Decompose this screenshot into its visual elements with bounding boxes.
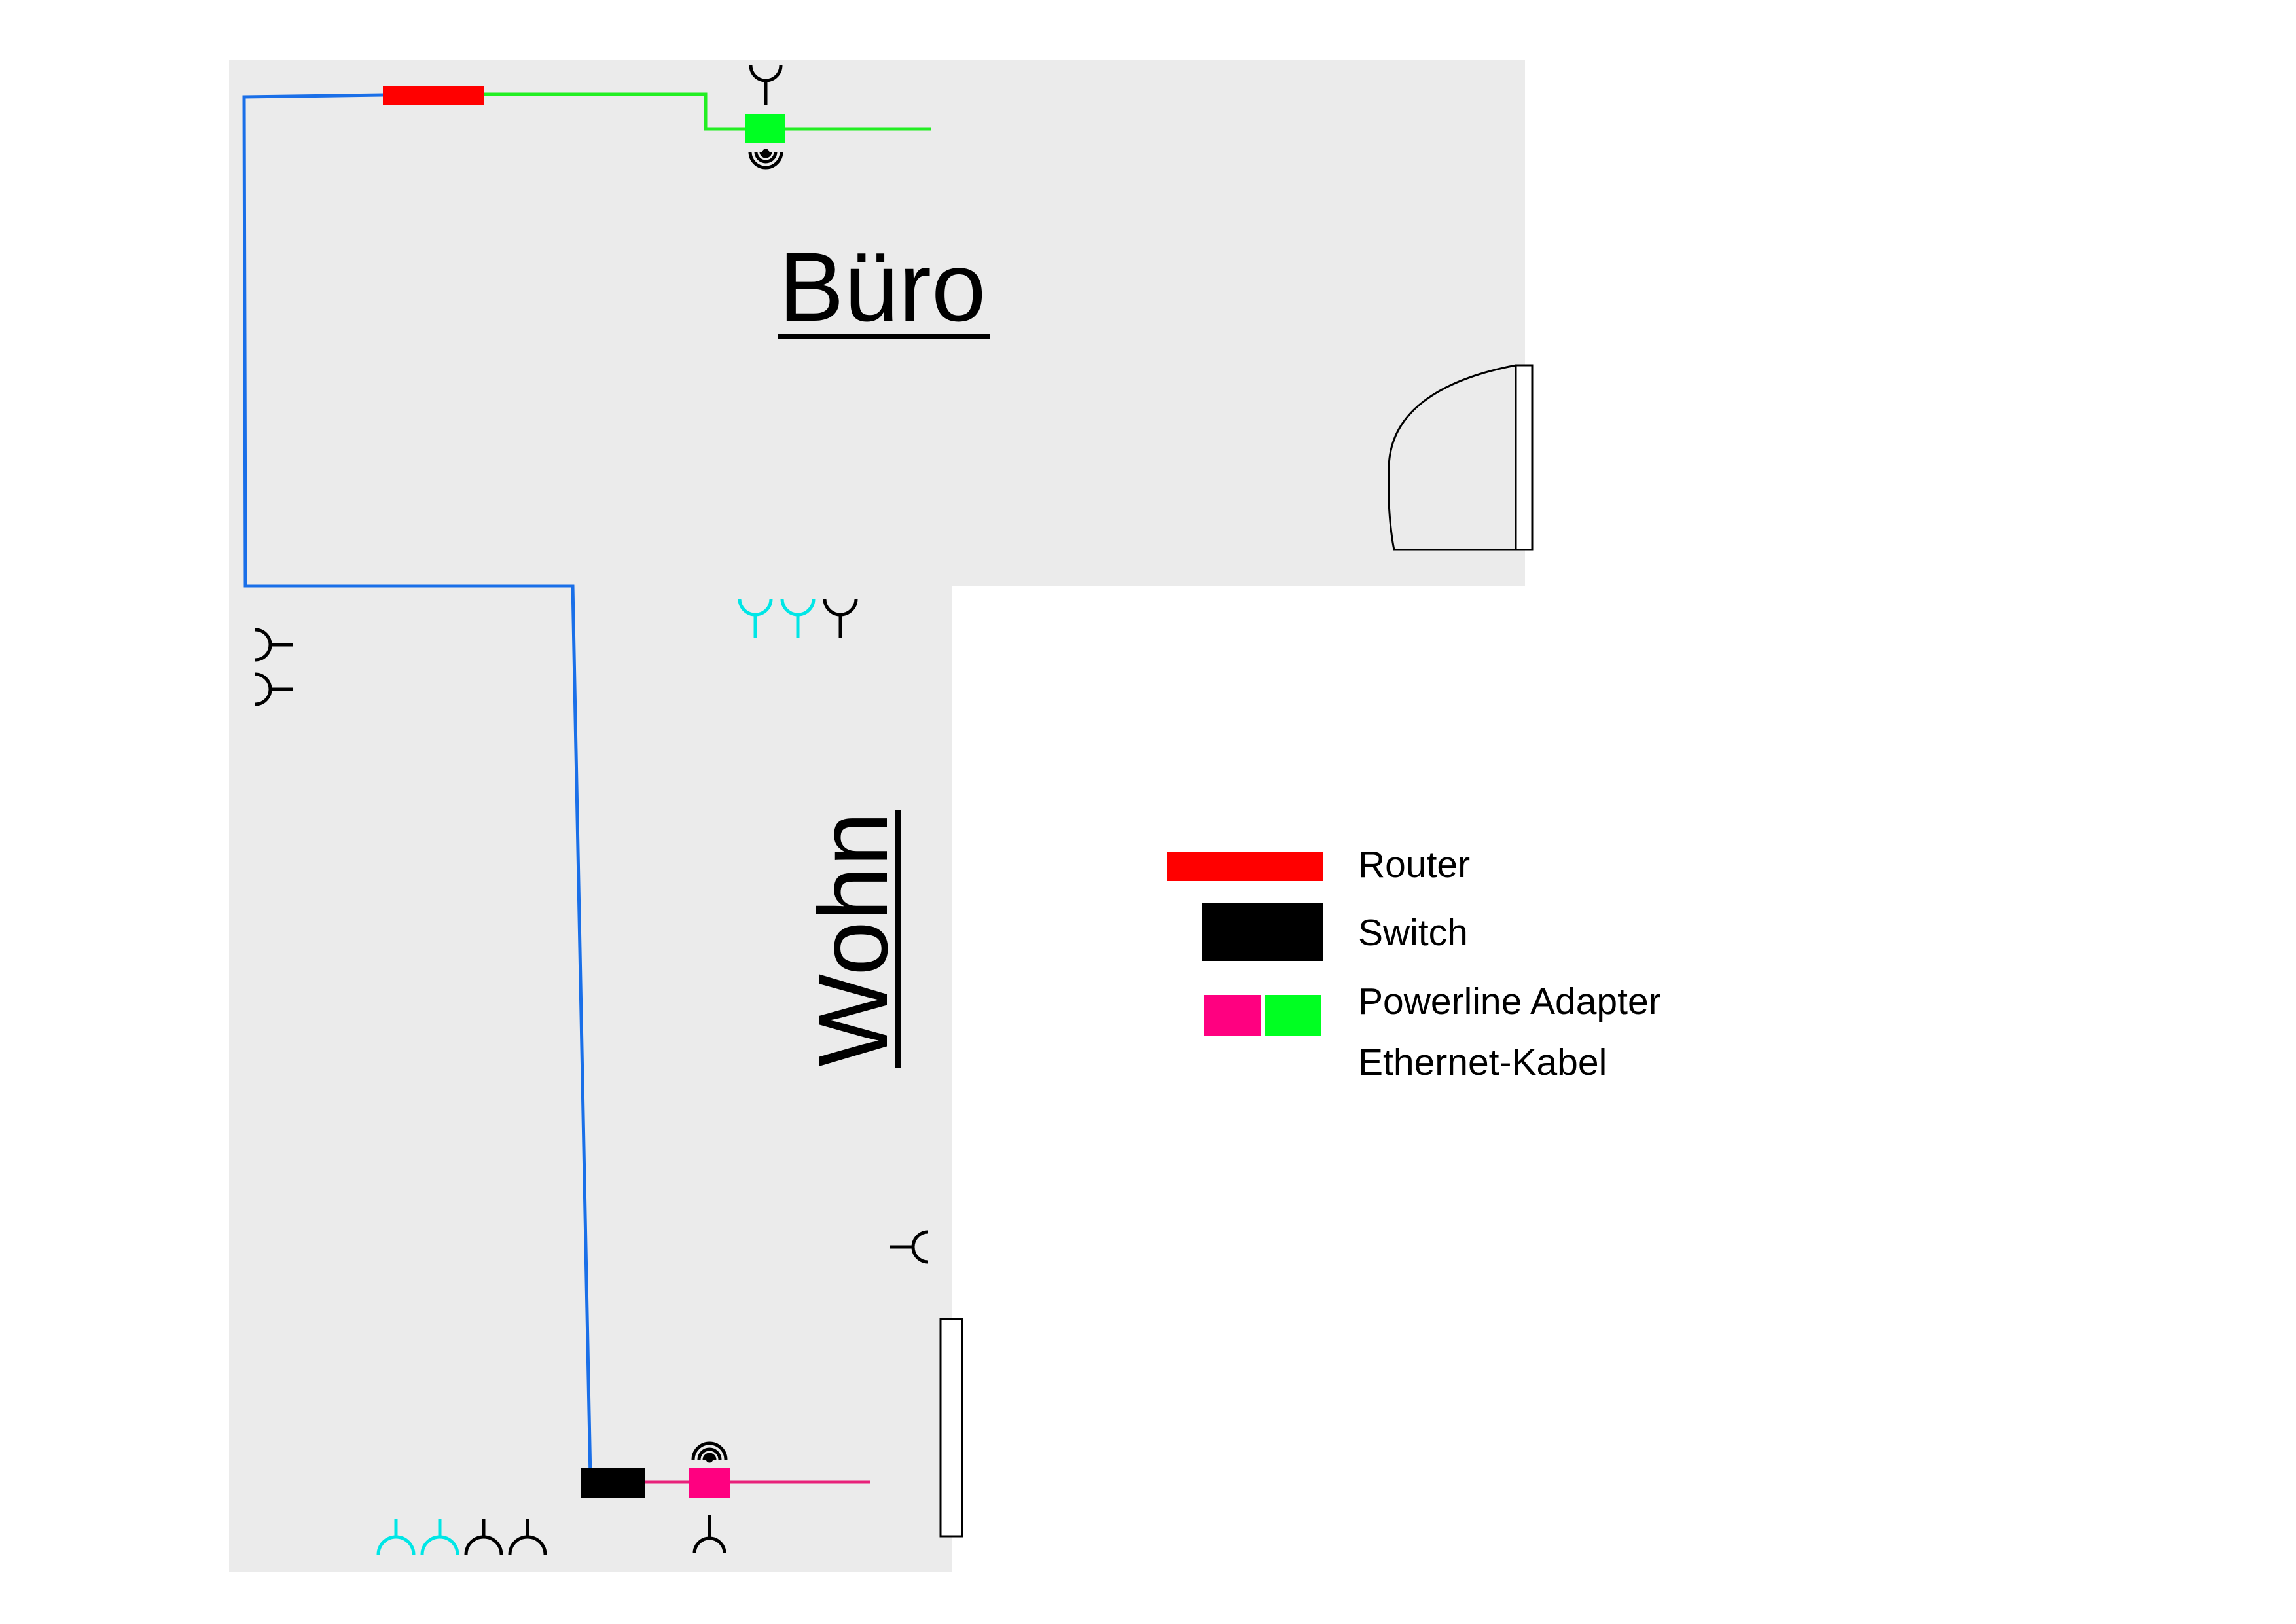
network-socket-icon xyxy=(420,1519,459,1555)
room-label-living: Wohn xyxy=(798,812,908,1066)
room-label-office: Büro xyxy=(779,232,986,342)
legend-router-swatch xyxy=(1167,852,1323,881)
power-socket-icon xyxy=(464,1519,503,1555)
power-socket-icon xyxy=(749,65,783,105)
ethernet-cable-green xyxy=(484,92,931,131)
living-window xyxy=(939,1318,963,1538)
wifi-icon xyxy=(691,1441,728,1463)
power-socket-icon xyxy=(823,598,858,638)
powerline-adapter-office xyxy=(745,114,785,143)
legend-powerline-swatch-b xyxy=(1265,995,1321,1036)
network-socket-icon xyxy=(738,598,773,638)
power-socket-icon xyxy=(508,1519,547,1555)
powerline-adapter-living xyxy=(689,1468,730,1498)
network-socket-icon xyxy=(780,598,816,638)
office-door xyxy=(1388,364,1534,551)
legend-ethernet-label: Ethernet-Kabel xyxy=(1358,1041,1607,1083)
legend-switch-label: Switch xyxy=(1358,912,1468,954)
legend-powerline-swatch-a xyxy=(1204,995,1261,1036)
wifi-icon xyxy=(748,149,783,170)
power-socket-icon xyxy=(692,1515,726,1554)
router-device xyxy=(383,86,484,105)
legend-powerline-label: Powerline Adapter xyxy=(1358,981,1661,1022)
network-socket-icon xyxy=(376,1519,416,1555)
power-socket-icon xyxy=(255,628,293,662)
power-socket-icon xyxy=(890,1230,929,1264)
floor-area xyxy=(229,60,1525,1572)
legend-switch-swatch xyxy=(1202,903,1323,961)
ethernet-cable-main xyxy=(242,93,592,1479)
switch-device xyxy=(581,1468,645,1498)
legend: Router Switch Powerline Adapter Ethernet… xyxy=(1164,844,1661,1083)
legend-router-label: Router xyxy=(1358,844,1470,886)
power-socket-icon xyxy=(255,672,293,706)
